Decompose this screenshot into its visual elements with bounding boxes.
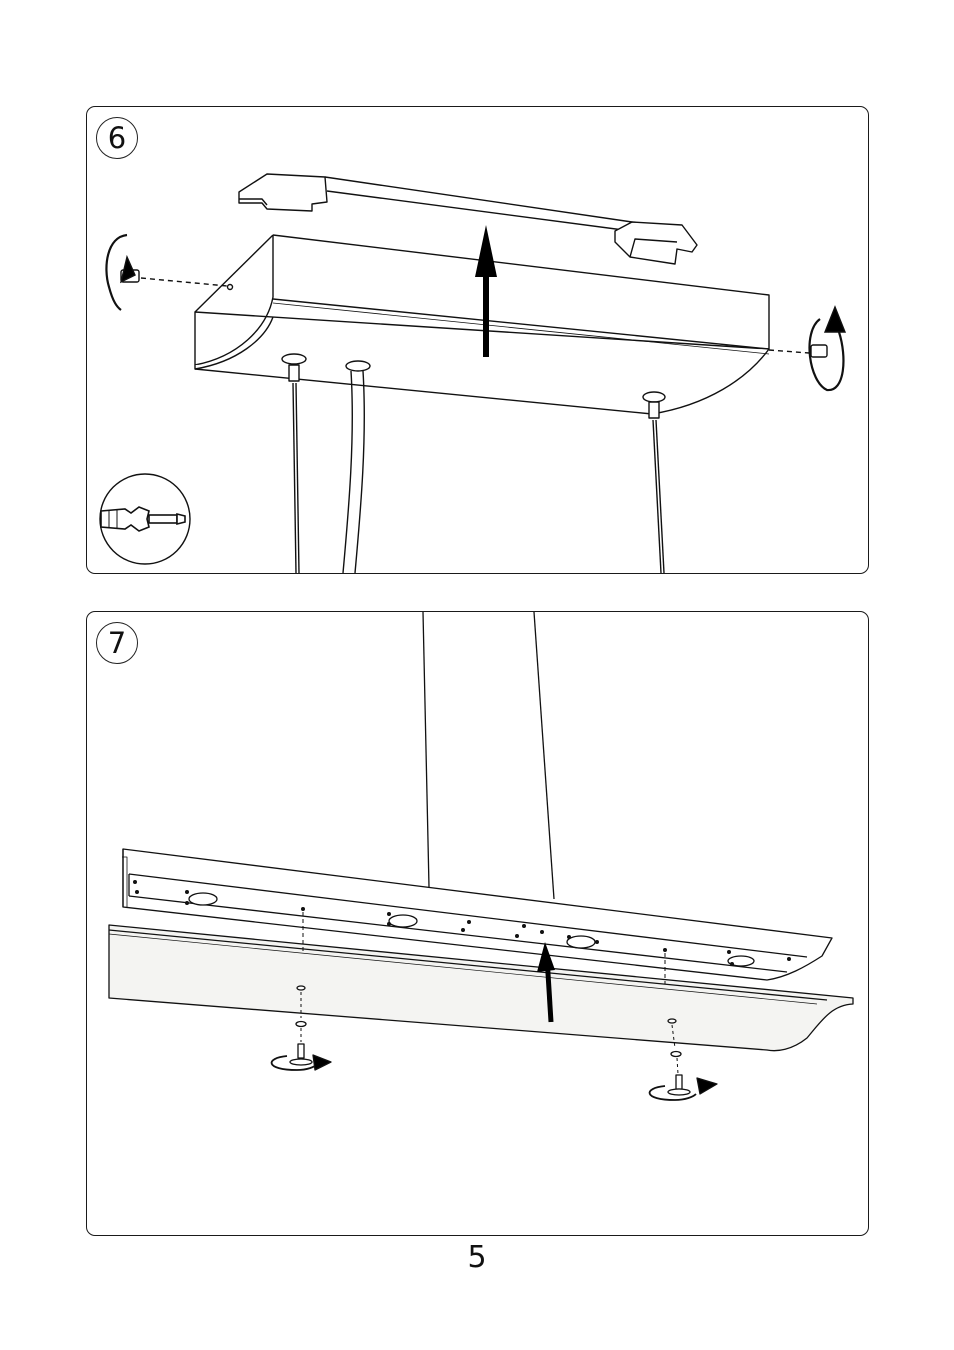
step-6-illustration xyxy=(87,107,868,573)
right-screw-rotation xyxy=(769,307,845,390)
page-number: 5 xyxy=(0,1240,954,1275)
step-number: 6 xyxy=(108,121,126,155)
step-7-panel: 7 xyxy=(86,611,869,1236)
step-number-badge: 6 xyxy=(96,117,138,159)
screwdriver-icon xyxy=(100,474,190,564)
step-6-panel: 6 xyxy=(86,106,869,574)
wall-edge-right xyxy=(534,612,554,899)
step-number: 7 xyxy=(108,626,126,660)
left-screw-rotation xyxy=(106,235,232,310)
wall-edge-left xyxy=(423,612,429,887)
step-number-badge: 7 xyxy=(96,622,138,664)
step-7-illustration xyxy=(87,612,868,1235)
